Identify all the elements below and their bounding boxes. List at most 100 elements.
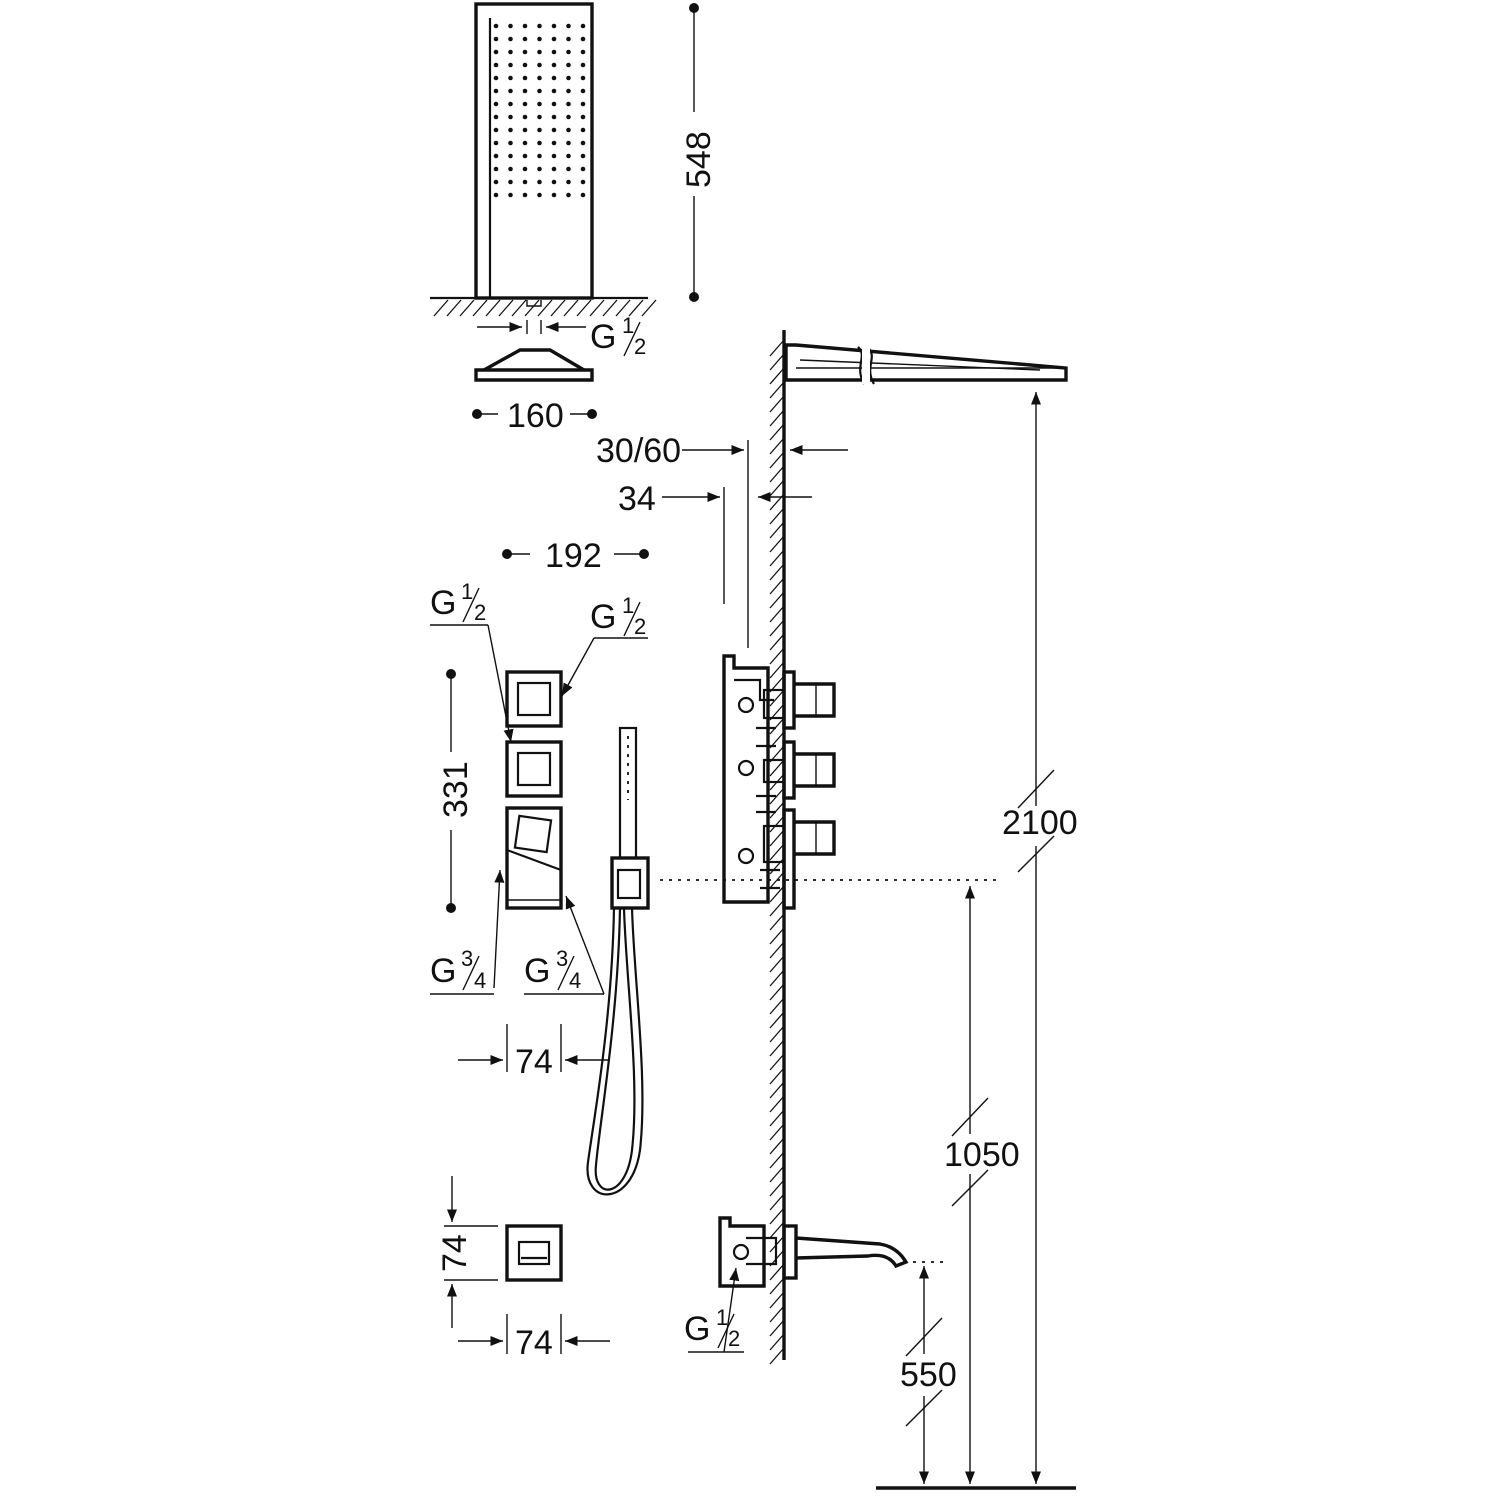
- hatch-line: [602, 299, 618, 317]
- hatch-line: [769, 1151, 785, 1169]
- frac-num: 1: [622, 593, 634, 618]
- nozzle-dot: [551, 62, 557, 68]
- nozzle-dot: [537, 88, 542, 94]
- hatch-line: [769, 1291, 785, 1309]
- nozzle-dot: [522, 23, 528, 29]
- nozzle-dot: [493, 166, 499, 172]
- hatch-line: [769, 619, 785, 637]
- dim-2100-label: 2100: [1002, 804, 1078, 842]
- hatch-line: [769, 563, 785, 581]
- mixer-body-side-view: [722, 654, 836, 910]
- nozzle-dot: [493, 75, 499, 81]
- label-g-half-upper-right: G 1 2: [561, 593, 648, 697]
- shower-nozzle-grid: [493, 23, 586, 198]
- label-g-threequarter-right: G 3 4: [524, 895, 605, 995]
- hatch-line: [769, 451, 785, 469]
- nozzle-dot: [580, 127, 586, 133]
- nozzle-dot: [566, 166, 571, 172]
- hatch-line: [769, 1165, 785, 1183]
- nozzle-dot: [508, 62, 513, 68]
- hatch-line: [769, 1039, 785, 1057]
- nozzle-dot: [493, 62, 499, 68]
- nozzle-dot: [493, 49, 499, 55]
- dimension-34: 34: [618, 480, 812, 604]
- dimension-74-horizontal: 74: [458, 1314, 610, 1362]
- hatch-line: [769, 661, 785, 679]
- dim-548-label: 548: [680, 131, 718, 188]
- nozzle-dot: [522, 166, 528, 172]
- nozzle-dot: [508, 49, 513, 55]
- hatch-line: [563, 299, 579, 317]
- nozzle-dot: [522, 101, 528, 107]
- dimension-548: 548: [680, 3, 718, 302]
- wall-hatching: [769, 339, 785, 1365]
- nozzle-dot: [522, 127, 528, 133]
- nozzle-dot: [580, 140, 586, 146]
- frac-den: 4: [569, 968, 581, 993]
- nozzle-dot: [522, 114, 528, 120]
- nozzle-dot: [493, 179, 499, 185]
- frac-den: 2: [474, 600, 486, 625]
- label-g-half-upper-left: G 1 2: [430, 579, 514, 743]
- dimension-2100: 2100: [1002, 392, 1078, 1484]
- nozzle-dot: [493, 192, 499, 198]
- nozzle-dot: [566, 179, 571, 185]
- overhead-shower: [784, 343, 1068, 385]
- nozzle-dot: [580, 23, 586, 29]
- nozzle-dot: [537, 23, 542, 29]
- nozzle-dot: [508, 88, 513, 94]
- nozzle-dot: [537, 166, 542, 172]
- panel-connection-g-half: G 1 2: [477, 313, 646, 359]
- dimension-1050: 1050: [944, 886, 1020, 1484]
- nozzle-dot: [522, 36, 528, 42]
- nozzle-dot: [580, 36, 586, 42]
- hatch-line: [769, 1109, 785, 1127]
- frac-den: 4: [474, 968, 486, 993]
- nozzle-dot: [537, 192, 542, 198]
- hatch-line: [769, 647, 785, 665]
- nozzle-dot: [493, 127, 499, 133]
- nozzle-dot: [508, 75, 513, 81]
- nozzle-dot: [508, 153, 513, 159]
- nozzle-dot: [580, 179, 586, 185]
- nozzle-dot: [566, 49, 571, 55]
- hatch-line: [769, 507, 785, 525]
- nozzle-dot: [566, 62, 571, 68]
- hatch-line: [615, 299, 631, 317]
- nozzle-dot: [522, 75, 528, 81]
- nozzle-dot: [580, 114, 586, 120]
- nozzle-dot: [537, 140, 542, 146]
- hatch-line: [769, 1123, 785, 1141]
- hatch-line: [769, 367, 785, 385]
- nozzle-dot: [580, 101, 586, 107]
- hatch-line: [769, 1333, 785, 1351]
- dim-74-label: 74: [436, 1234, 474, 1272]
- g-label: G: [684, 1310, 710, 1348]
- nozzle-dot: [551, 166, 557, 172]
- hatch-line: [769, 941, 785, 959]
- nozzle-dot: [580, 153, 586, 159]
- hatch-line: [769, 577, 785, 595]
- nozzle-dot: [522, 140, 528, 146]
- nozzle-dot: [580, 49, 586, 55]
- nozzle-dot: [522, 88, 528, 94]
- hatch-line: [769, 689, 785, 707]
- nozzle-dot: [522, 153, 528, 159]
- frac-den: 2: [634, 334, 646, 359]
- hatch-line: [628, 299, 644, 317]
- hatch-line: [769, 479, 785, 497]
- hatch-line: [459, 299, 475, 317]
- nozzle-dot: [508, 36, 513, 42]
- hatch-line: [550, 299, 566, 317]
- nozzle-dot: [537, 114, 542, 120]
- hatch-line: [769, 787, 785, 805]
- dim-74-label: 74: [515, 1043, 553, 1081]
- frac-num: 3: [556, 946, 568, 971]
- dimension-192: 192: [502, 537, 649, 575]
- frac-num: 3: [461, 946, 473, 971]
- frac-num: 1: [622, 313, 634, 338]
- hatch-line: [485, 299, 501, 317]
- dim-74-label: 74: [515, 1324, 553, 1362]
- hatch-line: [769, 913, 785, 931]
- nozzle-dot: [522, 179, 528, 185]
